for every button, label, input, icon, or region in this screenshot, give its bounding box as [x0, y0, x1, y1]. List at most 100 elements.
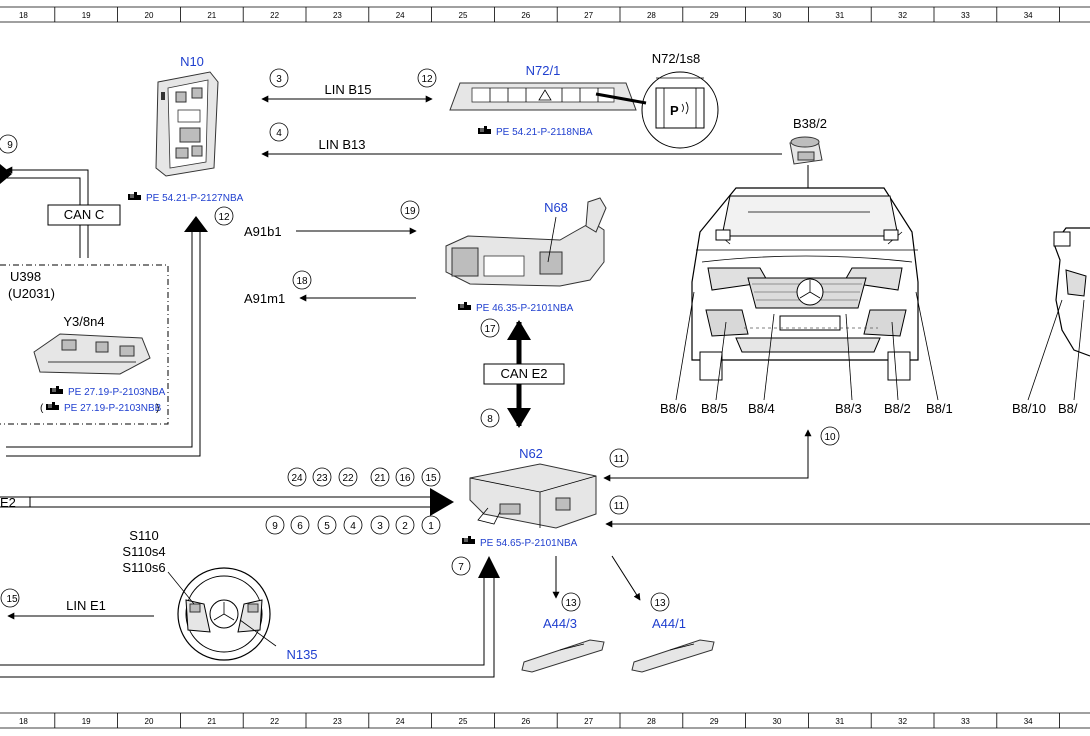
top-ruler-number: 25: [459, 11, 468, 20]
connector-13-b: 13: [650, 592, 670, 612]
b8-partial-label: B8/: [1058, 401, 1078, 416]
s110s6-label: S110s6: [122, 560, 165, 575]
svg-text:18: 18: [296, 276, 308, 287]
y3-8n4-module[interactable]: [33, 333, 151, 375]
steering-wheel[interactable]: [177, 567, 271, 661]
svg-text:10: 10: [824, 432, 836, 443]
can-c-box: [47, 204, 121, 226]
hand-pointer-icon: [127, 191, 142, 201]
n62-reference[interactable]: PE 54.65-P-2101NBA: [480, 538, 578, 549]
bottom-ruler-number: 27: [584, 717, 593, 726]
svg-text:4: 4: [350, 521, 356, 532]
n62-to-a44-1-line: [611, 555, 641, 601]
b8-3-label: B8/3: [835, 401, 862, 416]
connector-7: 7: [451, 556, 471, 576]
n10-module[interactable]: [155, 71, 219, 177]
connector-3: 3: [269, 68, 289, 88]
bus-left-to-n10-inner: [6, 230, 193, 448]
n72-1s8-label: N72/1s8: [652, 51, 700, 66]
a44-3-label: A44/3: [543, 616, 577, 631]
svg-text:12: 12: [421, 74, 433, 85]
n72-1-panel[interactable]: [449, 82, 647, 111]
connector-12-b: 12: [214, 206, 234, 226]
bottom-ruler-number: 31: [835, 717, 844, 726]
s110s4-label: S110s4: [122, 544, 165, 559]
lin-b13-label: LIN B13: [319, 137, 366, 152]
n72-1-label: N72/1: [526, 63, 561, 78]
a44-3-module[interactable]: [521, 639, 605, 673]
svg-text:1: 1: [428, 521, 434, 532]
b8-2-label: B8/2: [884, 401, 911, 416]
top-ruler-number: 32: [898, 11, 907, 20]
connector-15-left: 15: [0, 588, 20, 608]
svg-text:8: 8: [487, 414, 493, 425]
bus-left-to-n62-outer: [0, 576, 495, 678]
e2-bus-label: E2: [0, 495, 16, 510]
svg-text:11: 11: [614, 454, 625, 465]
connector-3: 3: [370, 515, 390, 535]
a91b1-label: A91b1: [244, 224, 282, 239]
top-ruler-number: 23: [333, 11, 342, 20]
vehicle-front-view: [691, 187, 919, 381]
svg-text:12: 12: [218, 212, 230, 223]
n68-reference[interactable]: PE 46.35-P-2101NBA: [476, 303, 574, 314]
b38-2-sensor[interactable]: [789, 136, 823, 165]
top-ruler-number: 30: [773, 11, 782, 20]
connector-13-a: 13: [561, 592, 581, 612]
n68-label: N68: [544, 200, 568, 215]
top-ruler-number: 33: [961, 11, 970, 20]
top-ruler-number: 27: [584, 11, 593, 20]
u398-region: [0, 264, 169, 425]
bottom-ruler-number: 20: [145, 717, 154, 726]
n72-1s8-switch[interactable]: P: [641, 71, 719, 149]
a44-1-module[interactable]: [631, 639, 715, 673]
top-ruler-number: 28: [647, 11, 656, 20]
connector-9: 9: [265, 515, 285, 535]
vehicle-side-view-partial: [1053, 227, 1090, 357]
hand-pointer-icon: [477, 125, 492, 135]
b38-2-label: B38/2: [793, 116, 827, 131]
b8-4-label: B8/4: [748, 401, 775, 416]
n10-reference[interactable]: PE 54.21-P-2127NBA: [146, 193, 244, 204]
y3-8n4-reference-1[interactable]: PE 27.19-P-2103NBA: [68, 387, 166, 398]
n72-1-reference[interactable]: PE 54.21-P-2118NBA: [496, 127, 593, 138]
bottom-ruler-number: 26: [521, 717, 530, 726]
hand-pointer-icon: [457, 301, 472, 311]
n62-module[interactable]: [469, 463, 597, 529]
bottom-ruler-number: 21: [207, 717, 216, 726]
top-ruler-number: 24: [396, 11, 405, 20]
a44-1-label: A44/1: [652, 616, 686, 631]
connector-24: 24: [287, 467, 307, 487]
top-ruler-number: 29: [710, 11, 719, 20]
can-e2-label: CAN E2: [501, 366, 548, 381]
bottom-ruler-number: 30: [773, 717, 782, 726]
connector-4: 4: [269, 122, 289, 142]
top-ruler-number: 20: [145, 11, 154, 20]
svg-text:15: 15: [6, 594, 18, 605]
connector-5: 5: [317, 515, 337, 535]
svg-text:): ): [156, 403, 159, 414]
svg-text:11: 11: [614, 501, 625, 512]
n10-label: N10: [180, 54, 204, 69]
svg-text:9: 9: [272, 521, 278, 532]
y3-8n4-reference-2[interactable]: PE 27.19-P-2103NBB: [64, 403, 162, 414]
top-ruler-number: 34: [1024, 11, 1033, 20]
connector-2: 2: [395, 515, 415, 535]
svg-text:15: 15: [425, 473, 437, 484]
bus-left-to-n62-inner: [0, 576, 485, 666]
svg-text:13: 13: [654, 598, 666, 609]
can-c-line-outer: [5, 166, 89, 258]
bottom-ruler-number: 25: [459, 717, 468, 726]
connector-8: 8: [480, 408, 500, 428]
svg-text:6: 6: [297, 521, 303, 532]
top-ruler-number: 22: [270, 11, 279, 20]
svg-text:19: 19: [404, 206, 416, 217]
connector-19: 19: [400, 200, 420, 220]
svg-text:9: 9: [7, 140, 13, 151]
n68-module[interactable]: [445, 197, 607, 287]
bottom-ruler-number: 33: [961, 717, 970, 726]
hazard-icon: [538, 89, 552, 101]
bottom-ruler-number: 24: [396, 717, 405, 726]
